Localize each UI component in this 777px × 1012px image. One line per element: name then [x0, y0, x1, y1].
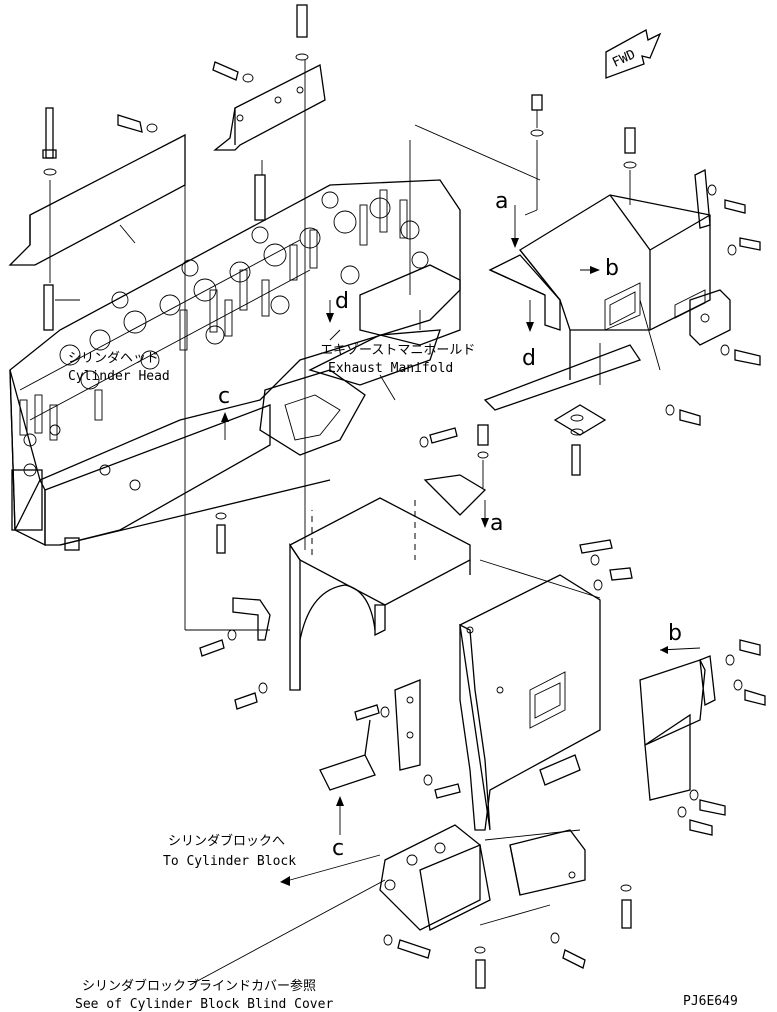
ref-b-lower: b — [668, 621, 682, 646]
exhaust-manifold-jp-label: エキゾーストマニホールド — [320, 343, 475, 358]
cylinder-head-drawing — [9, 179, 461, 551]
ref-b-upper: b — [605, 256, 619, 281]
leader-lines — [185, 325, 386, 986]
text-labels: シリンダヘッド Cylinder Head エキゾーストマニホールド Exhau… — [68, 343, 738, 1012]
cylinder-head-en-label: Cylinder Head — [68, 369, 170, 384]
ref-a-upper: a — [495, 189, 508, 214]
ref-c-lower: c — [332, 836, 344, 861]
blind-cover-en-label: See of Cylinder Block Blind Cover — [75, 997, 333, 1012]
lower-right-brackets: b — [484, 621, 766, 929]
left-top-bracket — [8, 107, 186, 630]
ref-a-lower: a — [490, 511, 503, 536]
ref-d-head: d — [335, 289, 349, 314]
exhaust-manifold-drawing — [259, 140, 461, 456]
to-block-jp-label: シリンダブロックへ — [168, 833, 285, 849]
lower-center-cover: a — [199, 424, 503, 710]
to-block-en-label: To Cylinder Block — [163, 854, 296, 869]
ref-arrows-upper: a d b d c — [218, 189, 619, 440]
blind-cover-jp-label: シリンダブロックブラインドカバー参照 — [82, 978, 316, 994]
upper-right-cover — [414, 94, 761, 476]
cylinder-head-jp-label: シリンダヘッド — [68, 351, 159, 366]
drawing-code-label: PJ6E649 — [683, 994, 738, 1009]
front-plate — [459, 539, 633, 831]
head-studs — [19, 189, 408, 441]
top-center-bracket — [212, 4, 326, 325]
ref-d-upper: d — [522, 346, 536, 371]
exhaust-manifold-en-label: Exhaust Manifold — [328, 361, 453, 376]
bottom-brackets: c — [319, 679, 586, 989]
ref-c-head: c — [218, 384, 230, 409]
fwd-arrow-icon: FWD — [605, 29, 662, 79]
